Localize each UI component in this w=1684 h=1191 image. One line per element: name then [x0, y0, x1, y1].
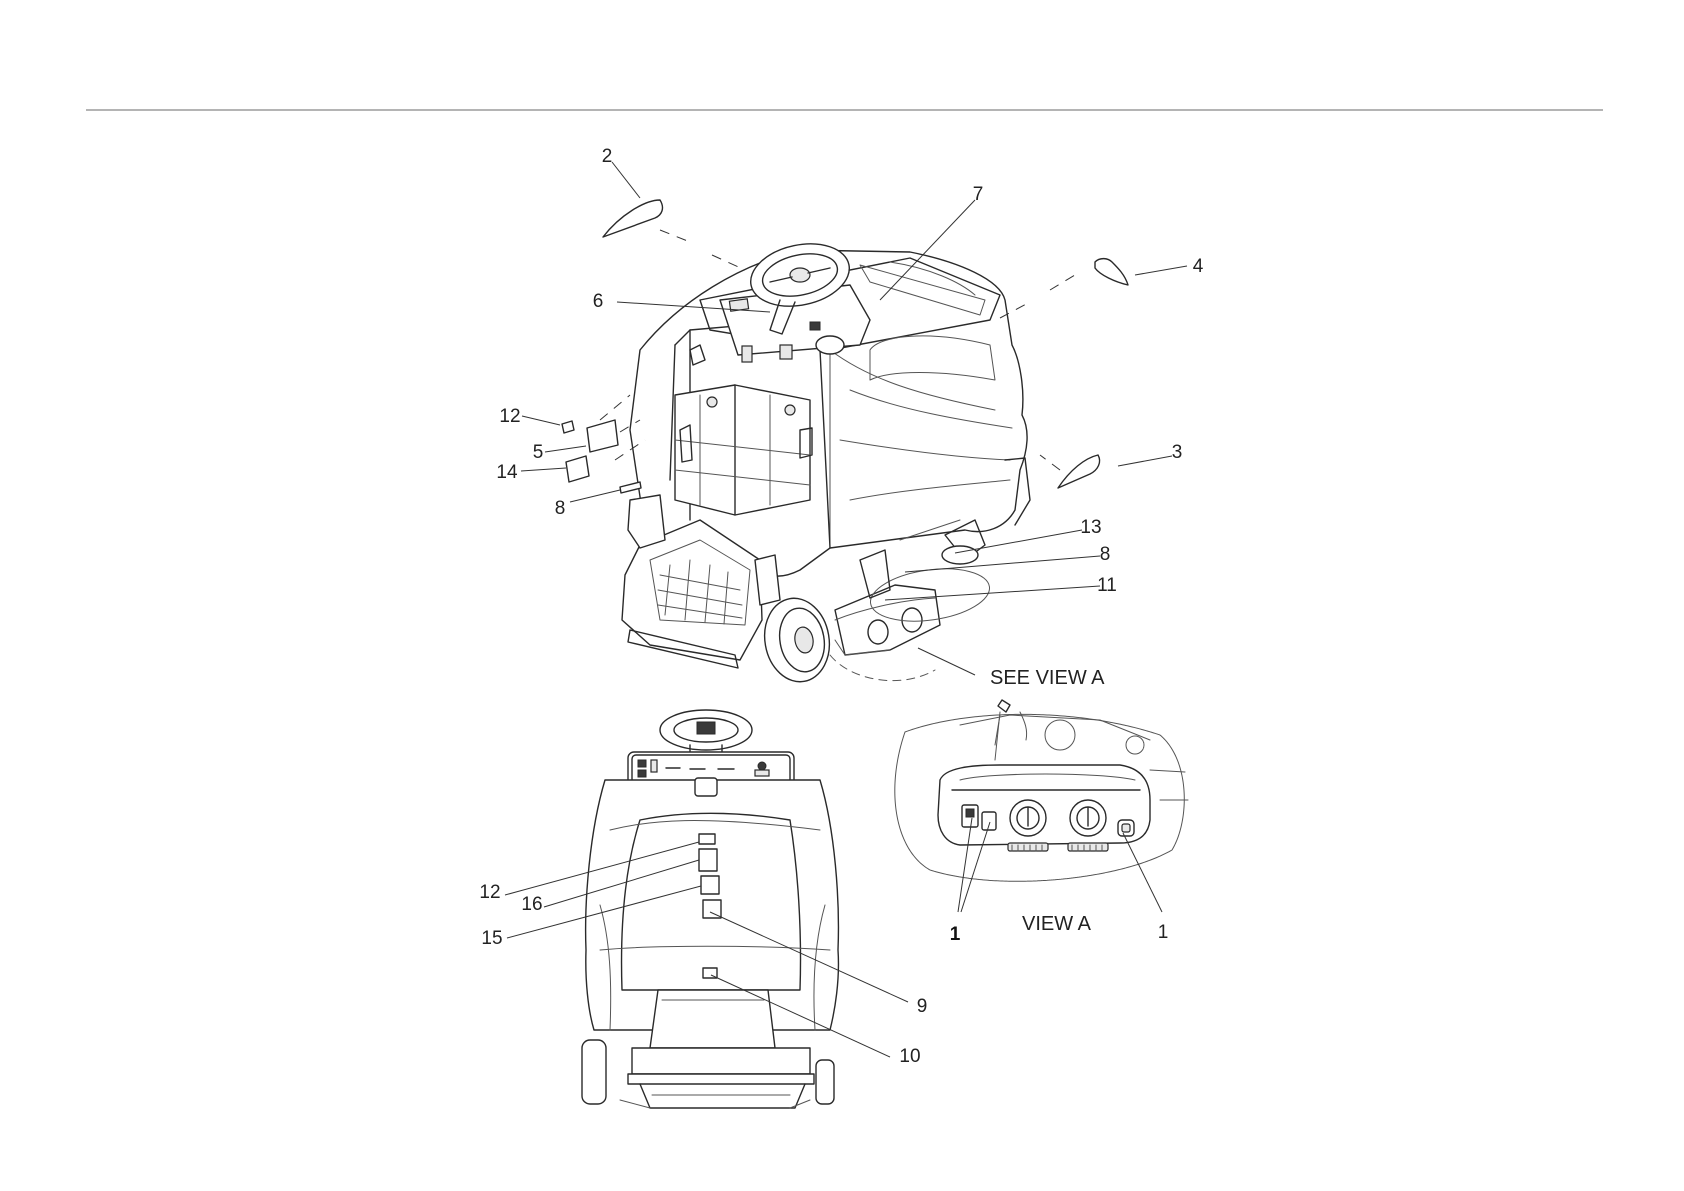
callout-top-8-right: 8 [1100, 544, 1111, 565]
callout-rear-16: 16 [521, 894, 542, 915]
callout-top-7: 7 [973, 184, 984, 205]
see-view-a-caption: SEE VIEW A [990, 667, 1105, 689]
decal-12-rear [699, 834, 715, 844]
callout-top-8-left: 8 [555, 498, 566, 519]
decal-4 [1095, 259, 1128, 285]
callout-top-12: 12 [499, 406, 520, 427]
callout-top-6: 6 [593, 291, 604, 312]
callout-top-11: 11 [1097, 575, 1117, 596]
decal-5 [587, 420, 618, 452]
callout-top-3: 3 [1172, 442, 1183, 463]
decal-12-top [562, 421, 574, 433]
decal-8-left [620, 482, 641, 493]
callout-viewa-1-right: 1 [1158, 922, 1169, 943]
decal-16 [699, 849, 717, 871]
callout-top-4: 4 [1193, 256, 1204, 277]
decal-3 [1058, 455, 1100, 488]
callout-viewa-1-left: 1 [950, 924, 961, 945]
callout-top-13: 13 [1080, 517, 1101, 538]
decal-2 [603, 200, 662, 237]
machine-isometric-view [622, 235, 1030, 687]
decal-15 [701, 876, 719, 894]
decal-14 [566, 456, 589, 482]
callout-top-14: 14 [496, 462, 518, 483]
callout-rear-12: 12 [479, 882, 500, 903]
machine-rear-view [582, 710, 838, 1108]
callout-top-5: 5 [533, 442, 544, 463]
callout-rear-10: 10 [899, 1046, 920, 1067]
callout-rear-9: 9 [917, 996, 928, 1017]
view-a-caption: VIEW A [1022, 913, 1092, 935]
callout-top-2: 2 [602, 146, 613, 167]
view-a-detail [895, 700, 1188, 881]
callout-rear-15: 15 [481, 928, 502, 949]
